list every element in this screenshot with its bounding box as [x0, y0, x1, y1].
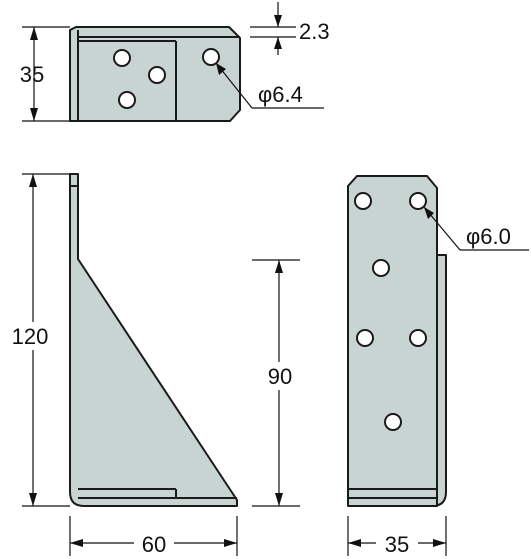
top-view-hole: [113, 49, 131, 67]
front-view-hole: [354, 192, 372, 210]
dimension-label-front-width: 35: [385, 532, 409, 557]
front-view-hole: [409, 192, 427, 210]
front-view-hole: [356, 329, 374, 347]
dimension-label-front-hole-diameter: φ6.0: [466, 224, 511, 249]
front-view-plate: [347, 175, 438, 507]
dimension-top-view-height: 35: [20, 26, 70, 122]
dimension-label-top-view-height: 35: [20, 62, 44, 87]
dimension-label-side-height: 120: [12, 324, 49, 349]
leader-top-hole-diameter: φ6.4: [215, 62, 324, 109]
dimension-front-width: 35: [347, 516, 447, 557]
dimension-gusset-height: 90: [252, 259, 300, 507]
top-view: [69, 26, 241, 122]
front-view-hole: [384, 413, 402, 431]
leader-front-hole-diameter: φ6.0: [423, 206, 529, 251]
side-view: [69, 173, 238, 507]
front-view-hole: [372, 259, 390, 277]
top-view-hole: [118, 91, 136, 109]
dimension-side-height: 120: [4, 173, 70, 507]
dimension-label-top-hole-diameter: φ6.4: [258, 82, 303, 107]
top-view-hole: [148, 66, 166, 84]
dimension-side-width: 60: [69, 516, 238, 557]
dimension-label-plate-thickness: 2.3: [299, 19, 330, 44]
dimension-plate-thickness: 2.3: [250, 2, 330, 55]
dimension-label-gusset-height: 90: [268, 364, 292, 389]
front-view: [347, 175, 447, 507]
top-view-hole: [202, 48, 220, 66]
side-view-bracket: [69, 173, 238, 507]
dimension-label-side-width: 60: [142, 532, 166, 557]
front-view-hole: [409, 329, 427, 347]
